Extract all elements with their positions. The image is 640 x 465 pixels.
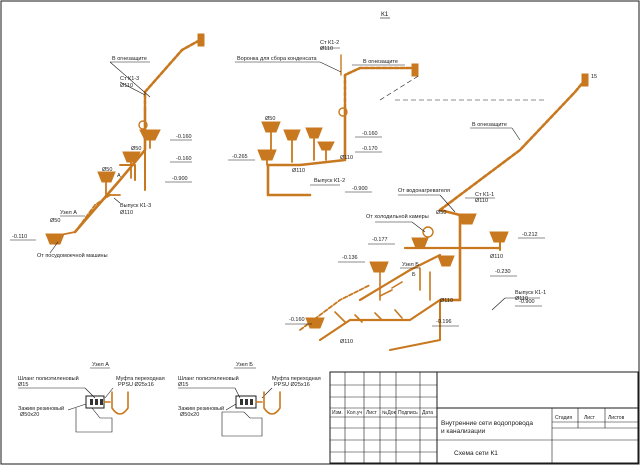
left-d50-a: Ø50: [131, 146, 141, 152]
left-level-marks: -0.160 -0.160 -0.900 -0.110: [10, 134, 192, 241]
k1-1-sleeve-label: В огнезащите: [472, 122, 507, 128]
k1-3-riser-label: Ст К1-3: [120, 76, 139, 82]
riser-k1-2-vent: [343, 66, 414, 110]
svg-text:Зажим резиновый: Зажим резиновый: [178, 405, 224, 412]
riser-k1-1-main: [438, 208, 462, 302]
svg-text:Узел Б: Узел Б: [236, 362, 253, 368]
revision-icon: [338, 107, 348, 117]
revision-icon: [422, 226, 434, 238]
right-level-marks: -0.177 -0.212 -0.136 -0.230 -0.900 -0.16…: [285, 232, 545, 327]
condensate-funnel-label: Воронка для сбора конденсата: [237, 56, 318, 62]
svg-text:-0.900: -0.900: [352, 186, 368, 192]
left-d50-b: Ø50: [102, 167, 112, 173]
left-node-a-label: Узел А: [60, 210, 77, 216]
svg-text:Узел А: Узел А: [92, 362, 109, 368]
tb-sheets: Листов: [608, 415, 625, 421]
tb-project-line1: Внутренние сети водопровода: [441, 420, 533, 427]
middle-d50: Ø50: [265, 116, 275, 122]
right-outlet-dia: Ø110: [515, 296, 528, 302]
branch-k1-3: [119, 149, 146, 191]
right-node-b-label: Узел Б: [402, 262, 419, 268]
water-heater-label: От водонагревателя: [398, 188, 450, 194]
svg-text:Ø50х20: Ø50х20: [20, 412, 39, 418]
riser-k1-1-vent: [438, 78, 587, 212]
svg-text:-0.900: -0.900: [172, 176, 188, 182]
revision-icon: [138, 120, 148, 130]
svg-text:-0.160: -0.160: [362, 131, 378, 137]
cold-room-label: От холодильной камеры: [366, 213, 429, 220]
svg-text:-0.196: -0.196: [436, 319, 452, 325]
tb-col-list: Лист: [366, 410, 378, 416]
left-outlet-dia: Ø110: [120, 210, 133, 216]
right-d110-a: Ø110: [490, 254, 503, 260]
riser-k1-2-main: [266, 106, 347, 197]
svg-text:-0.230: -0.230: [495, 269, 511, 275]
k1-2-riser-dia: Ø110: [320, 46, 333, 52]
node-b-detail: Узел Б Шланг полиэтиленовый Ø15 Муфта пе…: [178, 362, 321, 437]
svg-text:Ø50х20: Ø50х20: [180, 412, 199, 418]
title-block: Изм. Кол.уч Лист №Док Подпись Дата Внутр…: [329, 371, 639, 464]
tb-stage: Стадия: [555, 415, 572, 421]
svg-text:-0.160: -0.160: [176, 134, 192, 140]
middle-d110-a: Ø110: [340, 155, 353, 161]
tb-col-kolu: Кол.уч: [347, 410, 362, 416]
middle-d110-b: Ø110: [292, 168, 305, 174]
svg-text:-0.160: -0.160: [289, 317, 305, 323]
right-d110-c: Ø110: [340, 339, 353, 345]
tb-col-izm: Изм.: [332, 410, 343, 416]
k1-1-floor-mark: 15: [591, 74, 597, 80]
tb-col-ndok: №Док: [382, 410, 397, 416]
svg-text:Зажим резиновый: Зажим резиновый: [18, 405, 64, 412]
fixture-sink-icon: [305, 213, 509, 329]
tb-project-line2: и канализации: [441, 428, 486, 435]
k1-2-sleeve-label: В огнезащите: [363, 59, 398, 65]
left-outlet-label: Выпуск К1-3: [120, 203, 151, 209]
svg-text:-0.265: -0.265: [232, 154, 248, 160]
right-pos-b: Б: [412, 272, 416, 278]
svg-text:-0.170: -0.170: [362, 146, 378, 152]
svg-text:Муфта переходная: Муфта переходная: [272, 376, 321, 382]
drawing-title: К1: [381, 11, 389, 18]
right-outlet-label: Выпуск К1-1: [515, 290, 546, 296]
node-a-detail: Узел А Шланг полиэтиленовый Ø15 Муфта пе…: [18, 362, 165, 433]
dishwasher-label: От посудомоечной машины: [37, 252, 108, 259]
tb-col-data: Дата: [422, 410, 433, 416]
middle-outlet-label: Выпуск К1-2: [314, 178, 345, 184]
svg-text:Муфта переходная: Муфта переходная: [116, 376, 165, 382]
k1-3-sleeve-label: В огнезащите: [112, 56, 147, 62]
tb-drawing-name: Схема сети К1: [454, 450, 498, 457]
left-d50-c: Ø50: [50, 218, 60, 224]
svg-text:Ø15: Ø15: [178, 382, 188, 388]
fixture-sink-icon: [45, 129, 161, 245]
svg-text:-0.177: -0.177: [372, 237, 388, 243]
k1-2-riser-label: Ст К1-2: [320, 40, 339, 46]
svg-text:Ø15: Ø15: [18, 382, 28, 388]
svg-text:-0.212: -0.212: [522, 232, 538, 238]
k1-3-riser-dia: Ø110: [120, 83, 133, 89]
vent-cap-icon: [197, 33, 205, 47]
riser-k1-3-vent: [143, 38, 202, 112]
riser-k1-2: [266, 54, 419, 197]
right-d50: Ø50: [436, 210, 446, 216]
tb-col-podpis: Подпись: [398, 410, 418, 416]
middle-level-marks: -0.160 -0.170 -0.265 -0.900: [228, 131, 382, 193]
svg-text:PPSU Ø25х16: PPSU Ø25х16: [274, 382, 310, 388]
svg-text:PPSU Ø25х16: PPSU Ø25х16: [118, 382, 154, 388]
right-d110-b: Ø110: [440, 298, 453, 304]
left-pos-a: А: [117, 173, 121, 179]
svg-text:Шланг полиэтиленовый: Шланг полиэтиленовый: [178, 375, 239, 382]
svg-text:-0.900: -0.900: [519, 299, 535, 305]
fixture-sink-icon: [257, 121, 335, 161]
svg-text:Шланг полиэтиленовый: Шланг полиэтиленовый: [18, 375, 79, 382]
tb-sheet: Лист: [584, 415, 596, 421]
svg-text:-0.160: -0.160: [176, 156, 192, 162]
svg-text:-0.110: -0.110: [12, 234, 27, 240]
k1-1-riser-dia: Ø110: [475, 198, 488, 204]
k1-1-riser-label: Ст К1-1: [475, 192, 494, 198]
svg-text:-0.136: -0.136: [342, 255, 358, 261]
